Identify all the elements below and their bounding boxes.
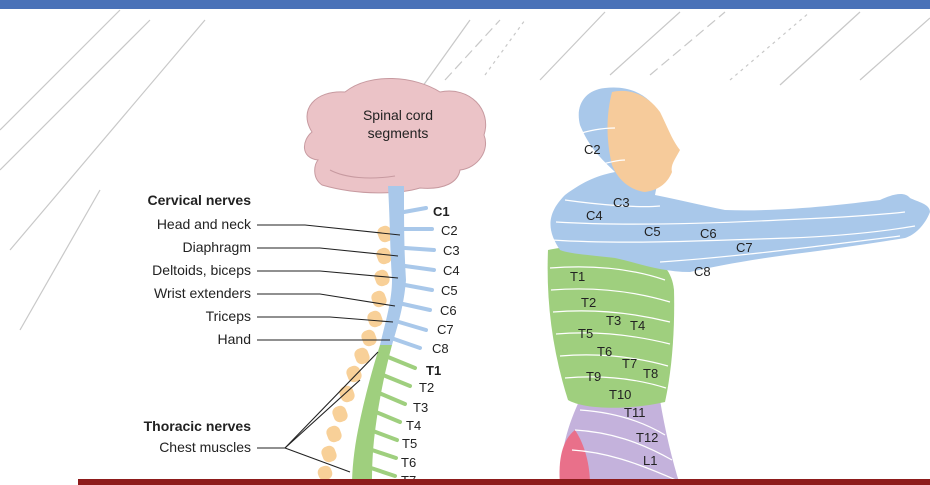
spine-label-c1: C1 [433,204,450,219]
dermatome-label-c7: C7 [736,240,753,255]
dermatome-label-l1: L1 [643,453,657,468]
dermatome-label-t11: T11 [624,405,645,420]
spine-label-c8: C8 [432,341,449,356]
spine-label-t5: T5 [402,436,417,451]
spine-label-t1: T1 [426,363,441,378]
dermatome-label-t2: T2 [581,295,596,310]
spine-label-c5: C5 [441,283,458,298]
cervical-function-triceps: Triceps [206,308,251,324]
dermatome-label-c5: C5 [644,224,661,239]
thoracic-function-chest-muscles: Chest muscles [159,439,251,455]
cervical-function-deltoids-biceps: Deltoids, biceps [152,262,251,278]
thoracic-nerves-heading: Thoracic nerves [144,418,252,434]
dermatome-label-t6: T6 [597,344,612,359]
cervical-function-diaphragm: Diaphragm [183,239,251,255]
dermatome-label-t3: T3 [606,313,621,328]
spine-label-c4: C4 [443,263,460,278]
dermatome-label-t4: T4 [630,318,645,333]
top-header-bar [0,0,930,9]
bottom-accent-bar [78,479,930,485]
brain: Spinal cord segments [304,78,485,192]
dermatome-label-t10: T10 [609,387,631,402]
cervical-nerves-heading: Cervical nerves [147,192,251,208]
spine-label-t3: T3 [413,400,428,415]
spine-label-c6: C6 [440,303,457,318]
dermatome-label-c2: C2 [584,142,601,157]
brain-label-line1: Spinal cord [363,107,433,123]
dermatome-label-t5: T5 [578,326,593,341]
dermatome-label-t12: T12 [636,430,658,445]
dermatome-label-t7: T7 [622,356,637,371]
spine-label-t2: T2 [419,380,434,395]
dermatome-label-t8: T8 [643,366,658,381]
cervical-function-list: Cervical nerves Head and neck Diaphragm … [147,192,252,347]
dermatome-label-c3: C3 [613,195,630,210]
cervical-function-hand: Hand [218,331,251,347]
dermatome-label-t1: T1 [570,269,585,284]
dermatome-label-c4: C4 [586,208,603,223]
spine-label-t4: T4 [406,418,421,433]
decorative-swooshes [0,10,930,330]
spine-label-c3: C3 [443,243,460,258]
thoracic-function-list: Thoracic nerves Chest muscles [144,418,252,455]
cervical-function-head-neck: Head and neck [157,216,252,232]
spine-label-c2: C2 [441,223,458,238]
dermatome-label-c8: C8 [694,264,711,279]
dermatome-label-c6: C6 [700,226,717,241]
cervical-function-wrist-extenders: Wrist extenders [154,285,251,301]
dermatome-body [548,87,930,485]
brain-label-line2: segments [368,125,429,141]
dermatome-label-t9: T9 [586,369,601,384]
spine-label-t6: T6 [401,455,416,470]
spine-label-c7: C7 [437,322,454,337]
